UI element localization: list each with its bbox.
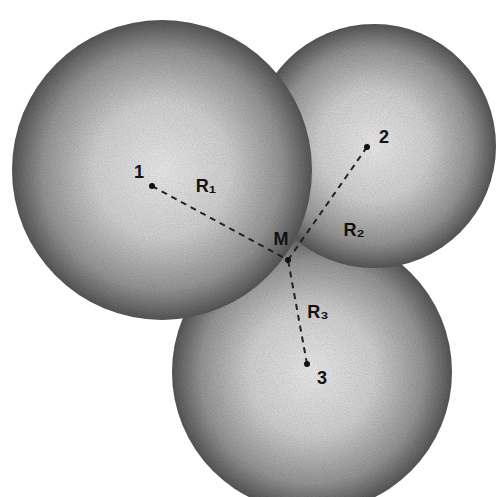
- point-label: M: [274, 230, 289, 248]
- radius-label: R₃: [307, 303, 328, 321]
- radius-line: [288, 147, 367, 260]
- meeting-point: [285, 257, 291, 263]
- center-dot: [149, 183, 155, 189]
- center-dot: [364, 144, 370, 150]
- callout-number: 2: [379, 128, 389, 146]
- sphere-1: [12, 20, 312, 320]
- radius-line: [288, 260, 307, 364]
- callout-number: 3: [317, 369, 327, 387]
- callout-number: 1: [134, 163, 144, 181]
- radius-label: R₁: [196, 177, 216, 195]
- radius-line: [152, 186, 288, 260]
- center-dot: [304, 361, 310, 367]
- radius-label: R₂: [344, 221, 365, 239]
